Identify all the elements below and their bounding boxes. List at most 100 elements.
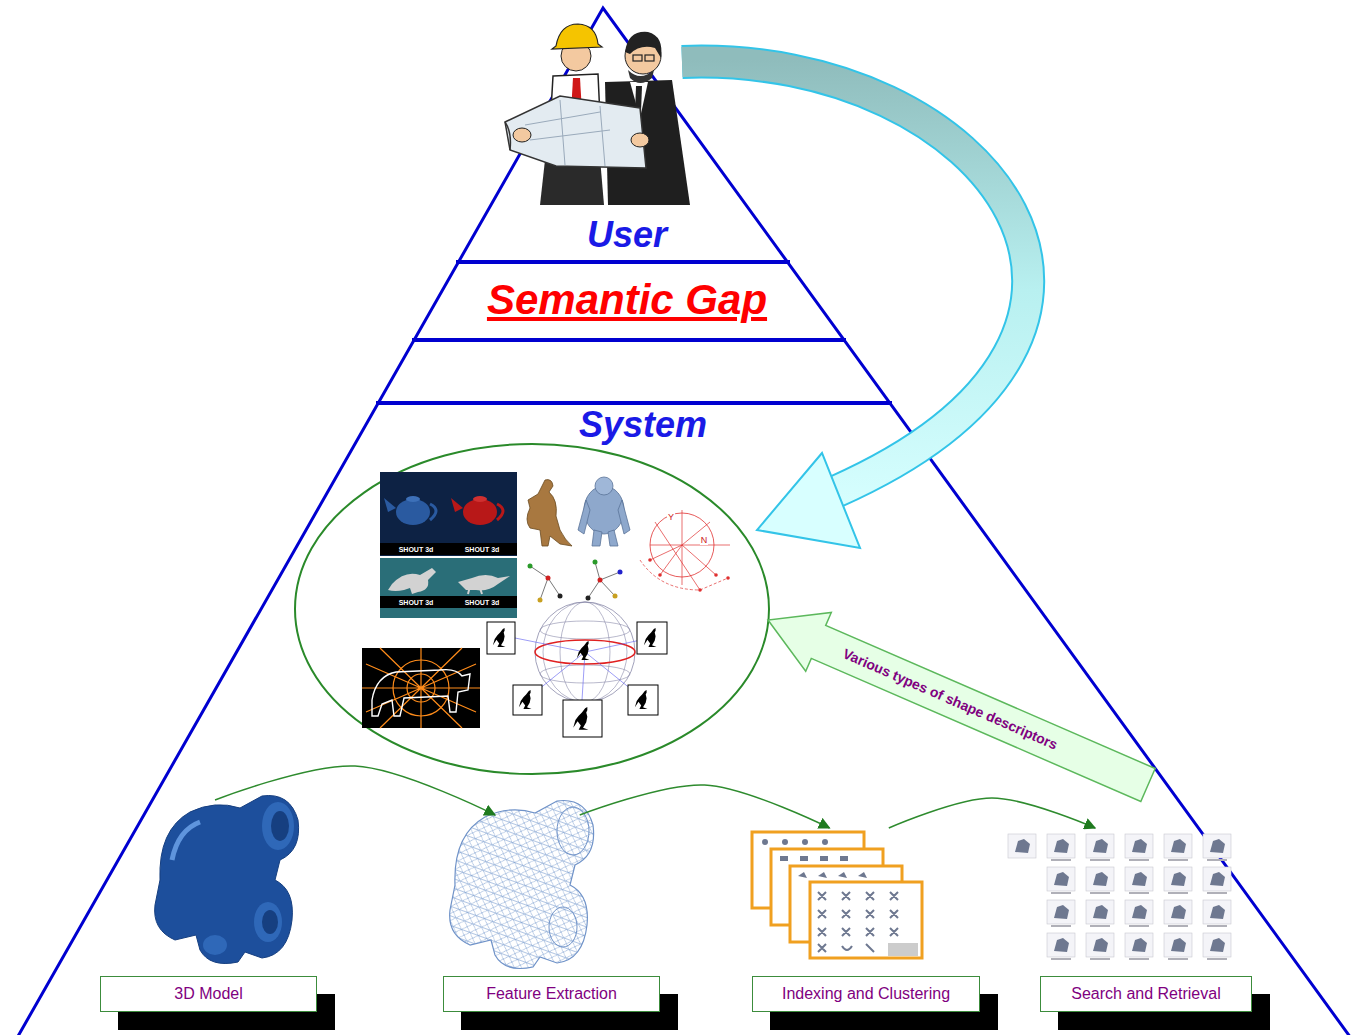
shape-context-image xyxy=(372,670,470,716)
wireframe-illustration xyxy=(549,907,577,947)
teapot-panel xyxy=(473,496,487,502)
light-field-views xyxy=(637,622,667,654)
skeleton-graph xyxy=(613,594,618,599)
index-cards-illustration xyxy=(818,910,898,918)
dinosaur-panel xyxy=(380,596,517,608)
spherical-diagram xyxy=(714,573,718,577)
3d-model-illustration xyxy=(254,902,282,942)
pyramid-outline xyxy=(13,8,1352,1035)
skeleton-graph xyxy=(593,560,598,565)
index-cards-illustration xyxy=(840,856,848,861)
index-cards-illustration xyxy=(780,856,788,861)
light-field-views xyxy=(628,685,658,715)
light-field-views xyxy=(543,602,627,702)
users-illustration xyxy=(505,122,510,150)
step-label: 3D Model xyxy=(100,976,317,1012)
process-step: Search and Retrieval xyxy=(1040,828,1252,1012)
skeleton-graph xyxy=(598,578,603,583)
descriptor-arrow xyxy=(768,613,1155,802)
users-illustration xyxy=(633,55,642,61)
teapot-panel xyxy=(384,498,396,512)
users-illustration xyxy=(513,128,531,142)
light-field-views xyxy=(577,641,590,660)
light-field-views xyxy=(573,707,588,730)
spherical-diagram xyxy=(698,588,702,592)
teapot-panel xyxy=(380,543,517,555)
wireframe-illustration xyxy=(450,801,594,969)
feedback-arrow xyxy=(757,453,860,548)
teapot-panel xyxy=(380,472,517,556)
3d-model-illustration xyxy=(262,910,278,934)
gap-title: Semantic Gap xyxy=(487,279,767,321)
gorilla-model xyxy=(578,500,630,534)
users-illustration xyxy=(505,96,646,168)
index-cards-illustration xyxy=(818,944,874,952)
descriptor-ellipse xyxy=(295,444,769,774)
dinosaur-panel xyxy=(468,586,482,594)
feedback-arrow xyxy=(682,62,1028,492)
dinosaur-model xyxy=(527,480,572,546)
index-cards-illustration xyxy=(822,839,828,845)
flow-arrow xyxy=(889,798,1095,828)
pyramid-outline xyxy=(13,8,1352,1035)
skeleton-graph xyxy=(530,562,620,600)
teapot-panel xyxy=(463,499,497,525)
skeleton-graph xyxy=(586,596,591,601)
index-cards-illustration xyxy=(818,928,898,936)
skeleton-graph xyxy=(558,594,563,599)
index-cards-illustration xyxy=(762,839,768,845)
light-field-views xyxy=(560,602,610,702)
users-illustration xyxy=(552,24,602,49)
axis-label: N xyxy=(700,536,709,545)
spherical-diagram xyxy=(648,558,652,562)
thumbnail-caption: SHOUT 3d xyxy=(399,599,434,606)
dinosaur-panel xyxy=(458,575,510,590)
index-cards-illustration xyxy=(810,882,922,958)
pyramid-outline xyxy=(412,338,846,342)
thumbnail-caption: SHOUT 3d xyxy=(465,599,500,606)
retrieval-results-illustration xyxy=(1006,832,1044,964)
descriptor-arrow xyxy=(768,613,1155,802)
index-cards-illustration xyxy=(762,839,867,878)
process-step: Indexing and Clustering xyxy=(752,828,980,1012)
shape-context-image xyxy=(362,648,480,728)
spherical-diagram xyxy=(640,510,730,592)
light-field-views xyxy=(513,685,542,715)
wireframe-illustration xyxy=(450,801,594,969)
step-label: Search and Retrieval xyxy=(1040,976,1252,1012)
light-field-views xyxy=(487,622,515,654)
arrow-label: Various types of shape descriptors xyxy=(841,646,1060,752)
layer-title: System xyxy=(579,407,707,443)
teapot-panel xyxy=(406,496,420,502)
shape-context-image xyxy=(362,648,480,728)
thumbnail-caption: SHOUT 3d xyxy=(399,546,434,553)
users-illustration xyxy=(525,100,610,166)
process-step: 3D Model xyxy=(100,800,317,1012)
retrieval-results-illustration xyxy=(1006,832,1240,964)
shape-context-image xyxy=(362,648,480,728)
skeleton-graph xyxy=(546,576,551,581)
index-cards-illustration xyxy=(800,856,808,861)
axis-label: Y xyxy=(667,513,675,522)
flow-arrow xyxy=(580,785,830,828)
users-illustration xyxy=(505,24,690,205)
users-illustration xyxy=(631,133,649,147)
light-field-views xyxy=(644,628,657,647)
3d-model-illustration xyxy=(172,822,200,860)
dinosaur-panel xyxy=(380,558,517,618)
users-illustration xyxy=(628,70,654,83)
users-illustration xyxy=(625,32,661,58)
index-cards-illustration xyxy=(782,839,788,845)
index-cards-illustration xyxy=(820,856,828,861)
light-field-views xyxy=(540,665,630,683)
skeleton-graph xyxy=(538,598,543,603)
spherical-diagram xyxy=(640,560,728,590)
dinosaur-model xyxy=(527,480,572,546)
dinosaur-panel xyxy=(388,568,436,594)
light-field-views xyxy=(519,690,532,709)
light-field-views xyxy=(535,602,635,702)
spherical-diagram xyxy=(658,573,662,577)
step-label: Feature Extraction xyxy=(443,976,660,1012)
